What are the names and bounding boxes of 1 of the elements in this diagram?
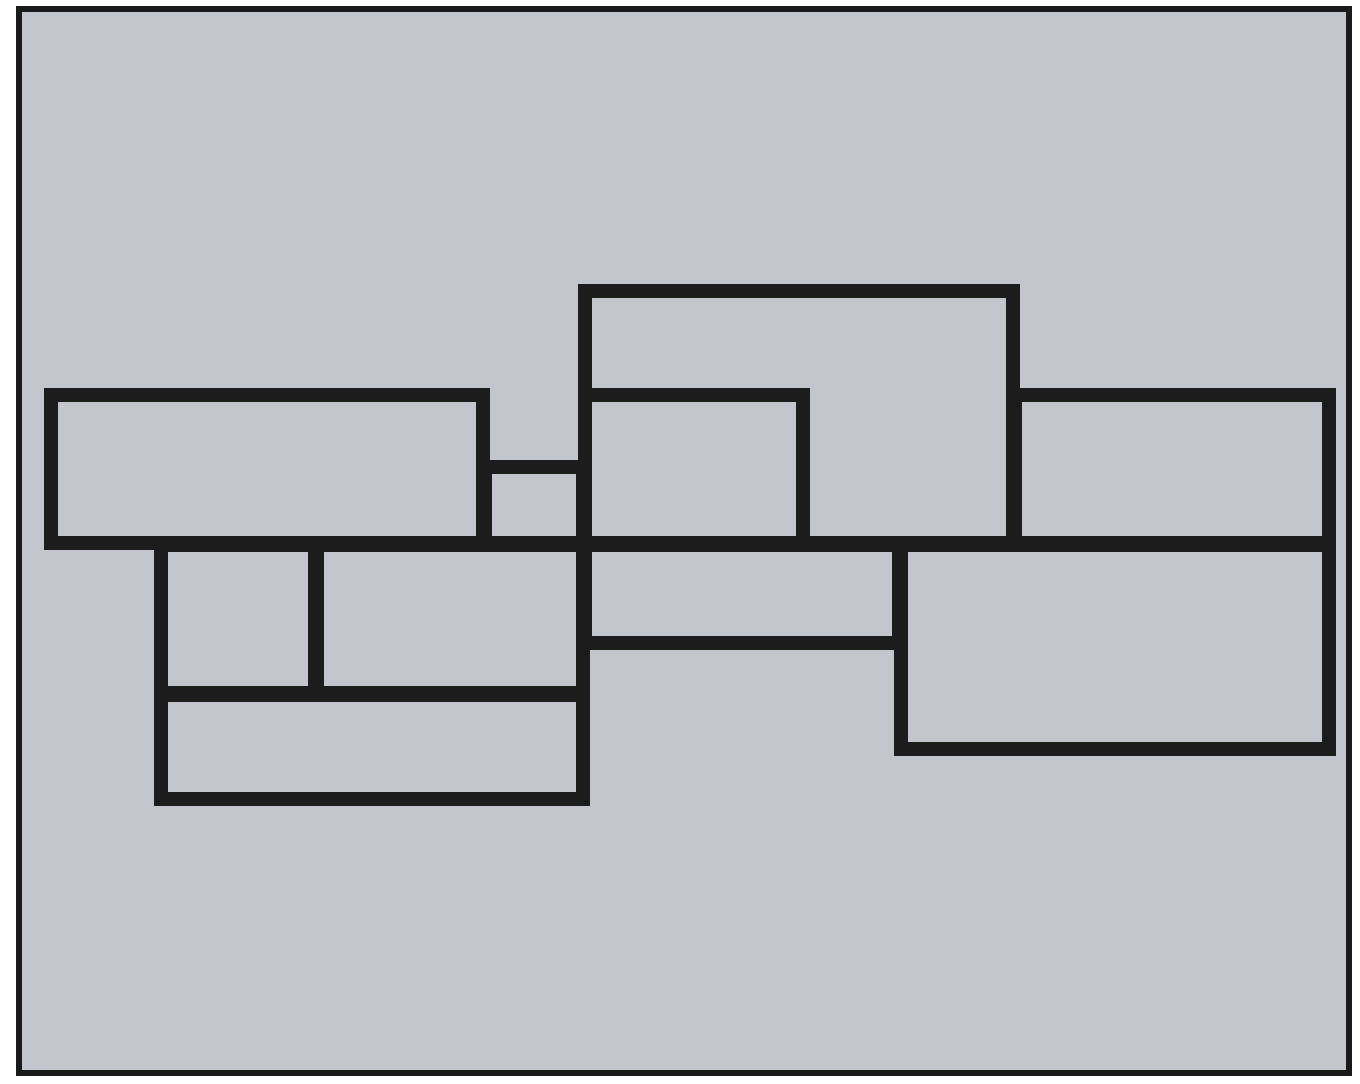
rectangle-outline [44, 388, 490, 550]
